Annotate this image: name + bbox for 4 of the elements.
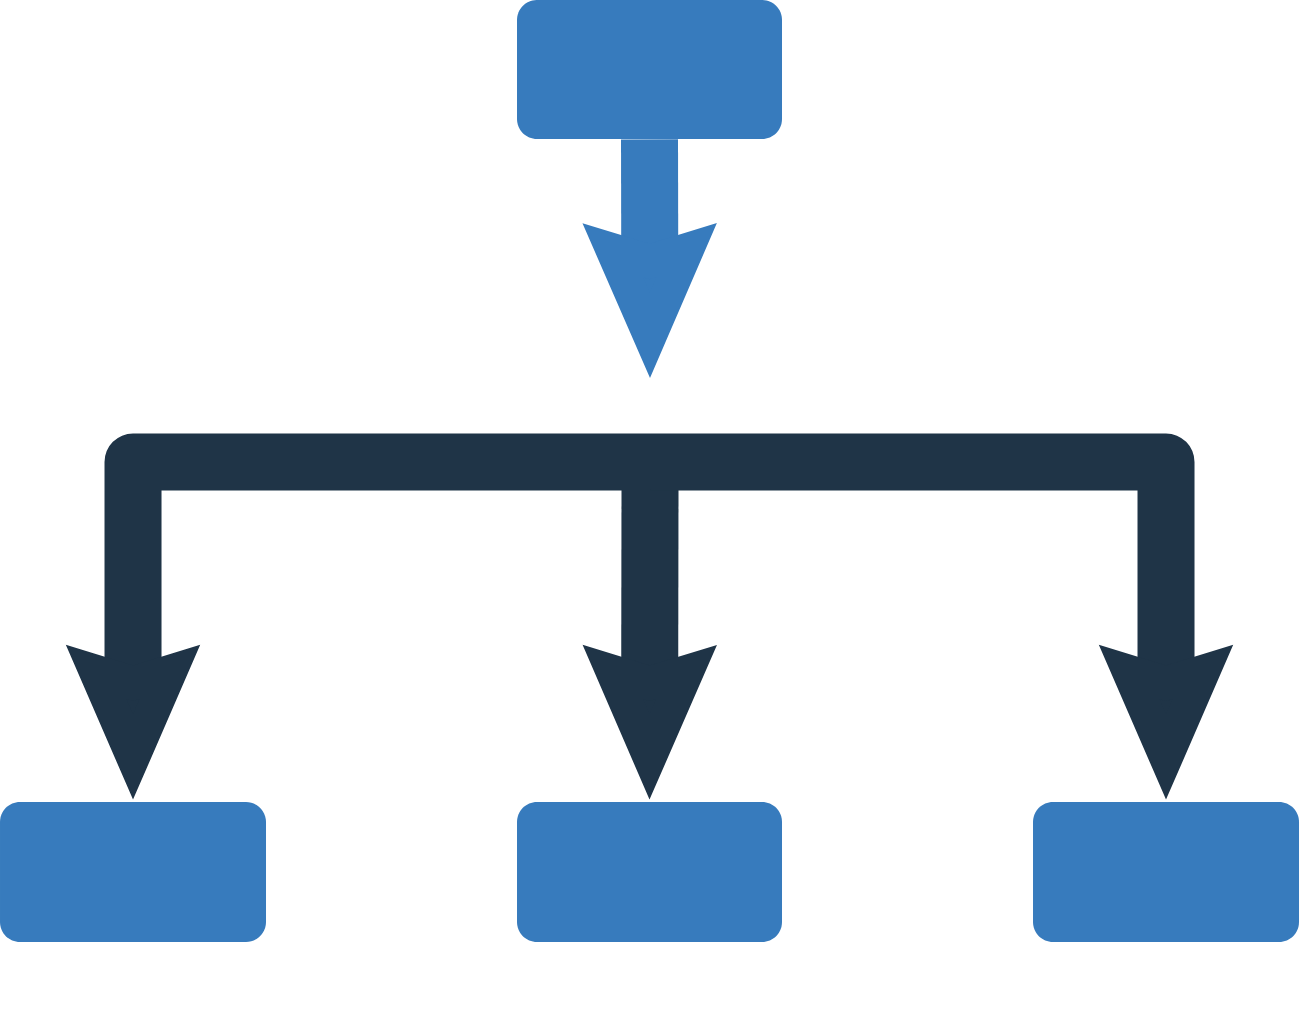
rounded-box <box>517 0 782 139</box>
rounded-box <box>517 802 782 942</box>
rounded-box <box>1033 802 1299 942</box>
rounded-box <box>0 802 266 942</box>
